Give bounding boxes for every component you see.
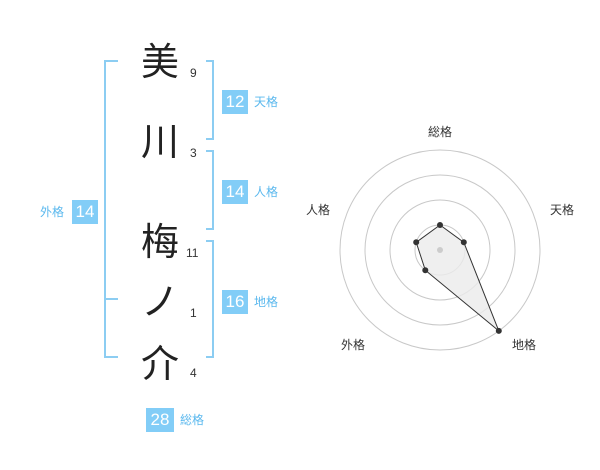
stroke-count-2: 3 — [190, 146, 197, 160]
radar-point-chikaku — [495, 327, 502, 334]
radar-label-tenkaku: 天格 — [549, 203, 574, 217]
stroke-count-3: 11 — [186, 246, 199, 260]
jinkaku-label: 人格 — [254, 185, 279, 199]
gaikaku-bracket — [104, 60, 118, 358]
radar-ring-2 — [389, 199, 491, 301]
name-char-4: ノ — [140, 280, 179, 324]
name-char-1: 美 — [140, 40, 179, 84]
soukaku-value: 28 — [146, 408, 174, 432]
name-char-2: 川 — [140, 120, 179, 164]
radar-ring-4 — [339, 149, 541, 351]
stroke-count-1: 9 — [190, 66, 197, 80]
tenkaku-bracket — [206, 60, 214, 140]
jinkaku-value: 14 — [222, 180, 248, 204]
radar-point-gaikaku — [422, 267, 429, 274]
chikaku-bracket — [206, 240, 214, 358]
radar-ring-3 — [364, 174, 516, 326]
name-char-3: 梅 — [140, 220, 179, 264]
radar-center — [437, 247, 443, 253]
tenkaku-label: 天格 — [254, 95, 279, 109]
chikaku-value: 16 — [222, 290, 248, 314]
radar-label-jinkaku: 人格 — [305, 203, 330, 217]
gaikaku-value: 14 — [72, 200, 98, 224]
jinkaku-bracket — [206, 150, 214, 230]
radar-label-chikaku: 地格 — [511, 338, 536, 352]
radar-polygon — [415, 224, 500, 332]
gaikaku-label: 外格 — [40, 205, 65, 219]
soukaku-label: 総格 — [180, 413, 205, 427]
radar-point-jinkaku — [413, 239, 420, 246]
gaikaku-bracket-divider — [104, 298, 118, 300]
stroke-count-4: 1 — [190, 306, 197, 320]
tenkaku-value: 12 — [222, 90, 248, 114]
radar-point-soukaku — [437, 222, 443, 228]
stroke-count-5: 4 — [190, 366, 197, 380]
radar-label-soukaku: 総格 — [427, 125, 452, 139]
radar-label-gaikaku: 外格 — [340, 338, 365, 352]
chikaku-label: 地格 — [254, 295, 279, 309]
name-char-5: 介 — [140, 342, 179, 386]
radar-point-tenkaku — [460, 239, 467, 246]
